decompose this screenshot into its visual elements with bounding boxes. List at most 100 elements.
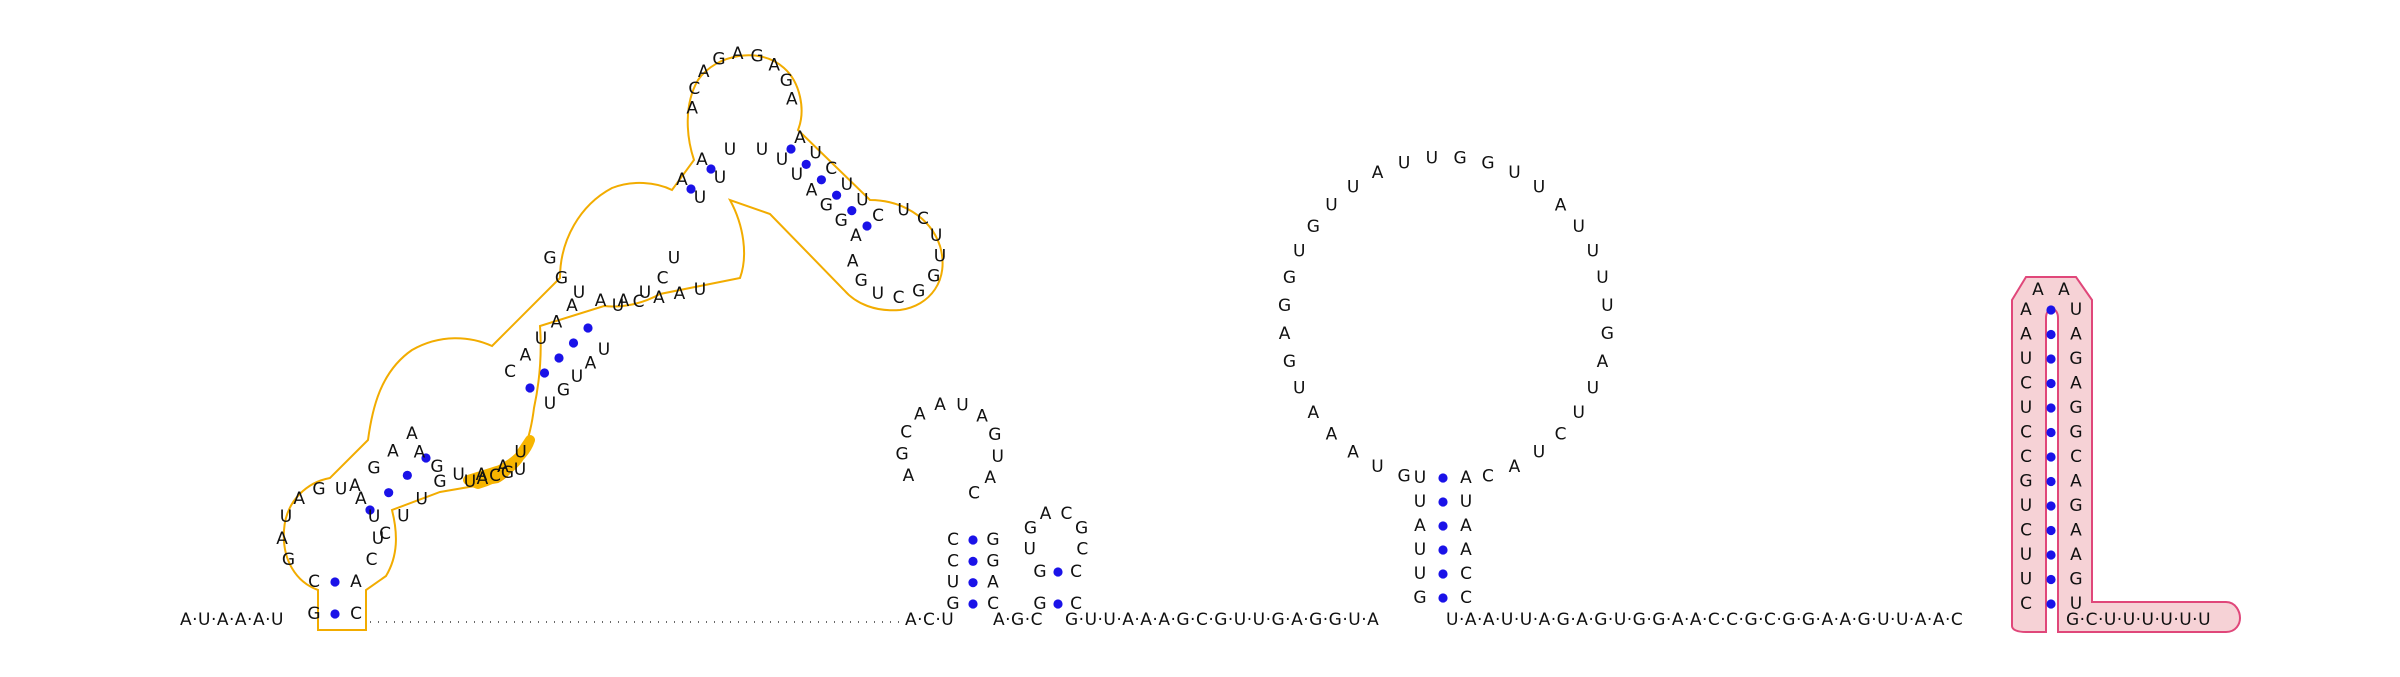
big-loop-nt: G [1481, 154, 1494, 174]
base-pair-dot [2046, 476, 2056, 487]
hp2-loop-nt: A [914, 405, 926, 425]
big-loop-nt: U [1398, 154, 1410, 174]
stem2-right-nt: U [544, 394, 556, 414]
il1-nt: A [414, 442, 426, 462]
right-arm-nt: U [791, 165, 803, 185]
pink-stem-right-nt: A [2070, 545, 2082, 565]
big-loop-nt: A [1347, 443, 1359, 463]
il1-nt: A [497, 457, 509, 477]
base-pair-dot [525, 383, 535, 393]
right-arm-nt: G [820, 196, 833, 216]
right-loop-nt: U [930, 226, 942, 246]
hp1-stem-nt: C [350, 604, 362, 624]
orange-highlight-patch [463, 435, 535, 489]
base-pair-dot [968, 535, 978, 545]
il2-right-nt: C [633, 292, 645, 312]
base-pair-dot [1438, 593, 1448, 603]
pink-stem-right-nt: G [2069, 570, 2082, 590]
stem1-left-nt: A [406, 424, 418, 444]
right-loop-nt: C [917, 209, 929, 229]
big-stem-nt: C [1460, 564, 1472, 584]
stem1-right-nt: G [433, 472, 446, 492]
hp2-stem-nt: C [947, 530, 959, 550]
hp2-stem-nt: A [987, 573, 999, 593]
top-loop-nt: A [768, 56, 780, 76]
il2-right-nt: A [653, 288, 665, 308]
big-loop-nt: U [1572, 403, 1584, 423]
big-loop-nt: A [1307, 403, 1319, 423]
base-pair-dot [847, 206, 857, 216]
il1-nt: U [514, 442, 526, 462]
right-loop-nt: G [927, 267, 940, 287]
base-pair-dot [2046, 574, 2056, 585]
base-pair-dot [2046, 329, 2056, 340]
base-pair-dot [402, 470, 412, 480]
big-loop-nt: U [1533, 443, 1545, 463]
base-pair-dot [568, 338, 579, 348]
hp1-loop-nt: C [366, 550, 378, 570]
hp2-stem-nt: G [986, 530, 999, 550]
right-arm-nt: C [825, 159, 837, 179]
base-pair-dot [583, 323, 593, 333]
big-loop-nt: C [1555, 425, 1567, 445]
hp2-stem-nt: U [947, 573, 959, 593]
stem1-left-nt: A [349, 476, 361, 496]
hp3-loop-nt: A [1040, 504, 1052, 524]
right-arm-nt: U [809, 144, 821, 164]
big-stem-nt: A [1460, 468, 1472, 488]
hp2-stem-nt: C [947, 551, 959, 571]
linker-sequence-1: A·C·U [905, 610, 954, 630]
pink-loop-nt: A [2058, 280, 2070, 300]
big-loop-nt: U [1325, 195, 1337, 215]
right-loop-nt: U [897, 201, 909, 221]
right-arm-nt: A [806, 180, 818, 200]
hp1-loop-nt: A [355, 489, 367, 509]
il1-nt: G [430, 457, 443, 477]
top-loop-nt: A [732, 44, 744, 64]
base-pair-dot [862, 221, 872, 231]
hp1-stem-nt: A [350, 572, 362, 592]
stem2-right-nt: U [571, 367, 583, 387]
il2-nt: A [618, 291, 630, 311]
hp3-stem-nt: C [1070, 562, 1082, 582]
base-pair-dot [686, 184, 696, 194]
stem1-right-nt: U [415, 489, 427, 509]
right-loop-nt: G [855, 271, 868, 291]
pink-stem-left-nt: A [2020, 300, 2032, 320]
pink-stem-left-nt: U [2020, 349, 2032, 369]
il2-right-nt: U [694, 280, 706, 300]
stem1-right-nt: U [397, 507, 409, 527]
big-stem-nt: U [1460, 492, 1472, 512]
hp3-loop-nt: U [1023, 540, 1035, 560]
pink-stem-right-nt: A [2070, 374, 2082, 394]
top-loop-nt: A [686, 98, 698, 118]
hp2-loop-nt: U [992, 447, 1004, 467]
pink-stem-left-nt: U [2020, 545, 2032, 565]
base-pair-dot [2046, 599, 2056, 609]
hp3-loop-nt: G [1024, 519, 1037, 539]
leading-sequence: A·U·A·A·A·U [180, 610, 284, 630]
top-loop-nt: A [698, 62, 710, 82]
base-pair-dot [1053, 567, 1063, 577]
top-loop-nt: G [780, 71, 793, 91]
right-loop-nt: U [934, 247, 946, 267]
stem3-left-nt: A [696, 150, 708, 170]
il1-right-nt: U [464, 472, 476, 492]
big-loop-nt: U [1426, 149, 1438, 169]
stem2-right-nt: U [598, 340, 610, 360]
pink-highlight-region [2011, 276, 2242, 633]
pink-stem-left-nt: U [2020, 398, 2032, 418]
linker-sequence-4: U·A·A·U·U·A·G·A·G·U·G·G·A·A·C·C·G·C·G·G·… [1446, 610, 1963, 630]
il2-nt: G [555, 268, 568, 288]
base-pair-dot [968, 599, 978, 609]
base-pair-layer [330, 144, 2056, 619]
pink-stem-left-nt: C [2020, 594, 2032, 614]
hp1-loop-nt: U [372, 529, 384, 549]
big-loop-nt: U [1533, 177, 1545, 197]
stem3-right-nt: U [694, 188, 706, 208]
big-loop-nt: G [1283, 352, 1296, 372]
pink-stem-right-nt: G [2069, 496, 2082, 516]
base-pair-dot [832, 190, 842, 200]
il2-right-nt: U [612, 296, 624, 316]
hp1-stem-nt: C [308, 572, 320, 592]
